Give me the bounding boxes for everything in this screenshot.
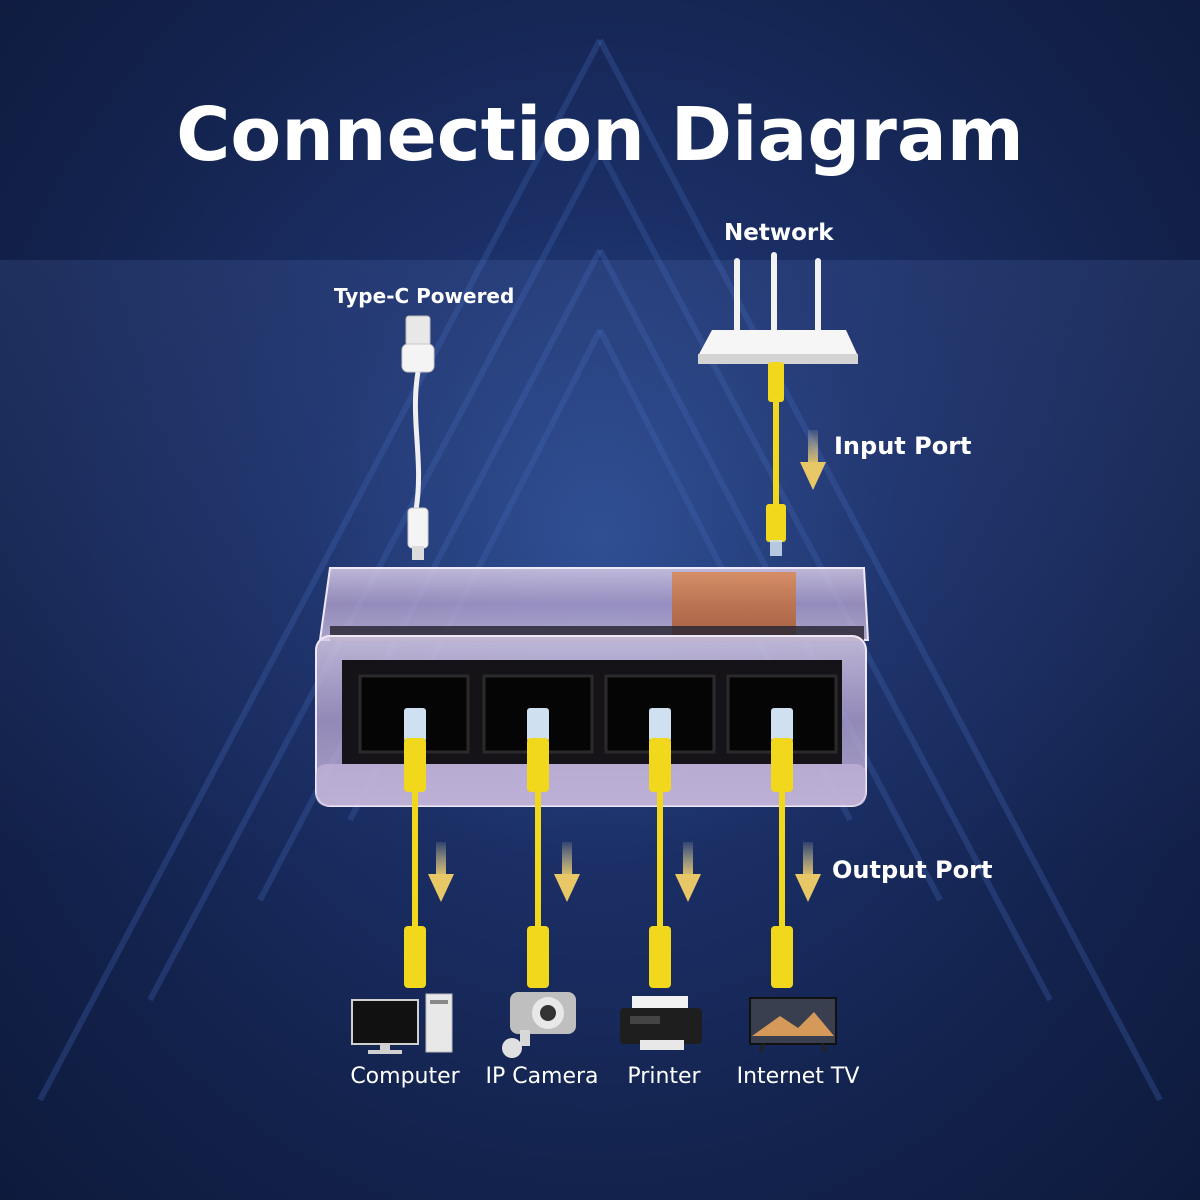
power-label: Type-C Powered xyxy=(334,284,515,308)
internet-tv-icon xyxy=(749,997,837,1053)
usb-power-cable xyxy=(401,315,435,560)
output-arrows xyxy=(428,842,821,902)
computer-icon xyxy=(351,993,453,1054)
network-label: Network xyxy=(724,220,834,246)
device-label-ip-camera: IP Camera xyxy=(485,1064,599,1089)
device-label-printer: Printer xyxy=(627,1064,701,1089)
output-port-label: Output Port xyxy=(832,856,993,884)
router-icon xyxy=(698,252,858,364)
printer-icon xyxy=(620,996,702,1050)
device-label-internet-tv: Internet TV xyxy=(736,1064,860,1089)
page-title: Connection Diagram xyxy=(176,92,1024,178)
ip-camera-icon xyxy=(502,992,576,1058)
device-label-computer: Computer xyxy=(350,1064,460,1089)
input-arrow xyxy=(800,430,826,490)
output-cables xyxy=(404,708,793,988)
input-port-label: Input Port xyxy=(834,432,972,460)
input-cable xyxy=(766,362,786,556)
